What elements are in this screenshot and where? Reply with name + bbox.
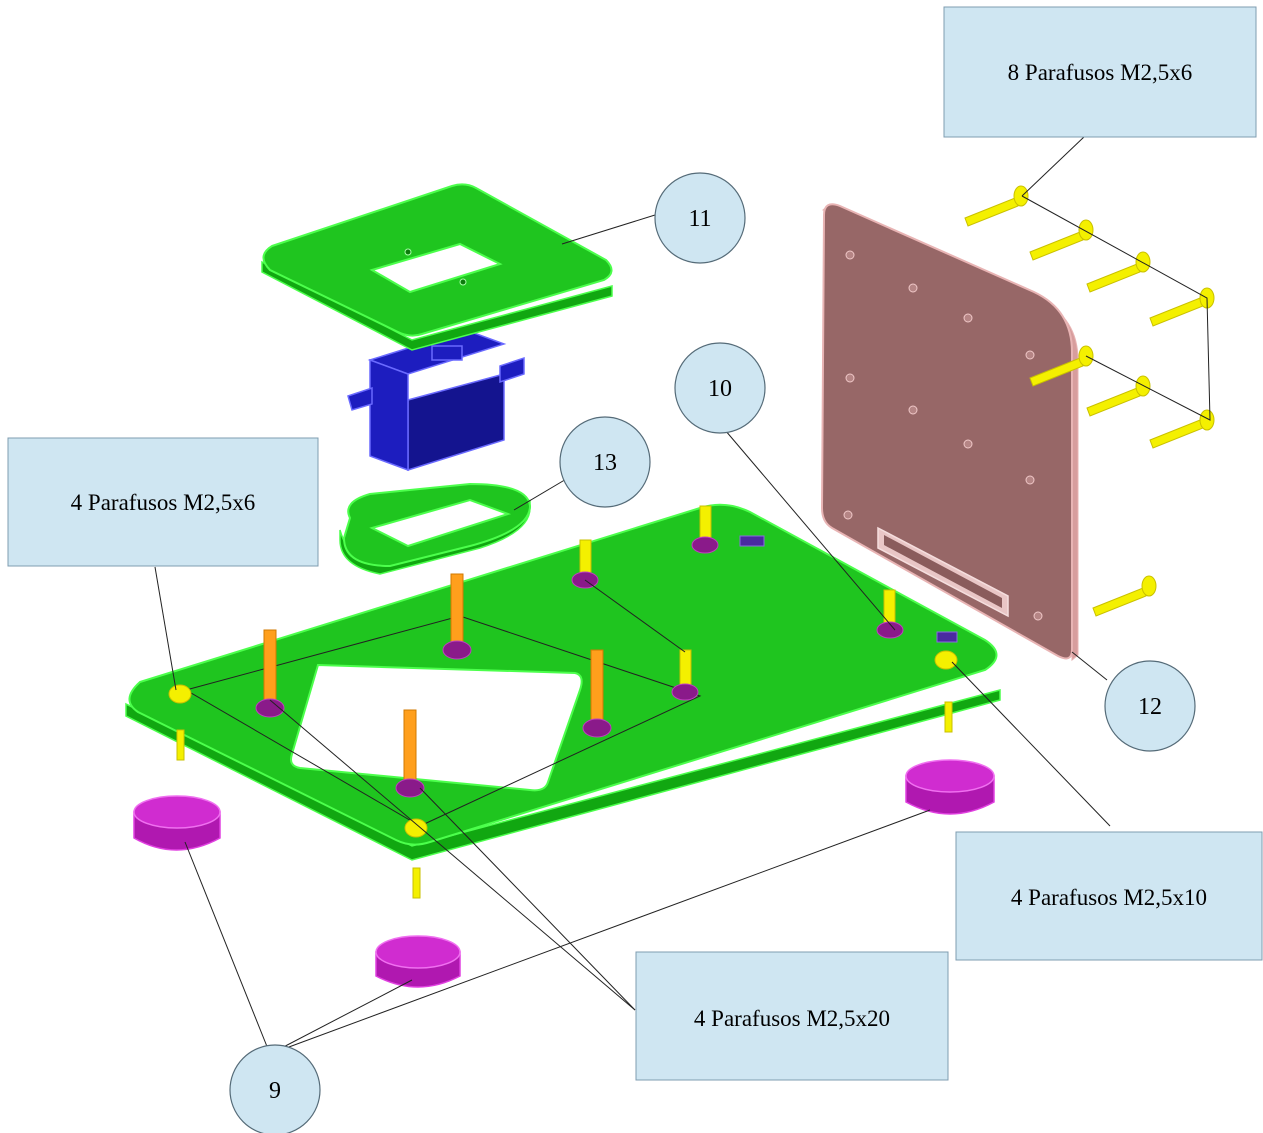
part-number: 9 xyxy=(269,1078,281,1104)
servo-ring-part-13 xyxy=(339,482,532,575)
callout-8-screws-m25x6: 8 Parafusos M2,5x6 xyxy=(943,6,1257,138)
feet-part-9 xyxy=(133,759,995,988)
foot-icon xyxy=(133,795,221,851)
screw-icon xyxy=(1086,251,1151,293)
spacers-m25x10 xyxy=(571,505,904,701)
part-bubble-9: 9 xyxy=(229,1044,321,1133)
foot-icon xyxy=(905,759,995,815)
base-plate-part-10 xyxy=(125,503,1001,861)
callout-4-screws-m25x10: 4 Parafusos M2,5x10 xyxy=(955,831,1263,961)
callout-label: 4 Parafusos M2,5x6 xyxy=(71,490,256,515)
bottom-screws xyxy=(176,701,953,899)
callout-4-screws-m25x6: 4 Parafusos M2,5x6 xyxy=(7,437,319,567)
callout-label: 4 Parafusos M2,5x10 xyxy=(1011,885,1207,910)
screw-icon xyxy=(1092,575,1157,617)
callout-4-screws-m25x20: 4 Parafusos M2,5x20 xyxy=(635,951,949,1081)
foot-icon xyxy=(375,935,461,988)
part-bubble-12: 12 xyxy=(1104,660,1196,752)
screw-icon xyxy=(1149,409,1215,449)
servo-motor xyxy=(347,329,525,472)
screw-icon xyxy=(964,185,1029,227)
spacers-m25x20 xyxy=(255,573,612,798)
part-bubble-13: 13 xyxy=(559,416,651,508)
part-number: 11 xyxy=(688,206,711,232)
leader-lines xyxy=(154,135,1111,1055)
callout-label: 4 Parafusos M2,5x20 xyxy=(694,1006,890,1031)
callout-label: 8 Parafusos M2,5x6 xyxy=(1008,60,1193,85)
screw-icon xyxy=(1029,219,1094,261)
back-plate-part-12 xyxy=(820,203,1079,662)
part-number: 12 xyxy=(1138,694,1162,720)
screw-icon xyxy=(1086,375,1151,417)
part-number: 10 xyxy=(708,376,732,402)
screws-m25x6-back-group xyxy=(964,185,1215,617)
part-bubble-10: 10 xyxy=(674,342,766,434)
connector-parts xyxy=(739,535,958,643)
part-number: 13 xyxy=(593,450,617,476)
part-bubble-11: 11 xyxy=(654,172,746,264)
screw-icon xyxy=(1149,287,1215,327)
corner-screws-m25x6 xyxy=(168,650,958,838)
top-frame-part-11 xyxy=(261,183,613,351)
